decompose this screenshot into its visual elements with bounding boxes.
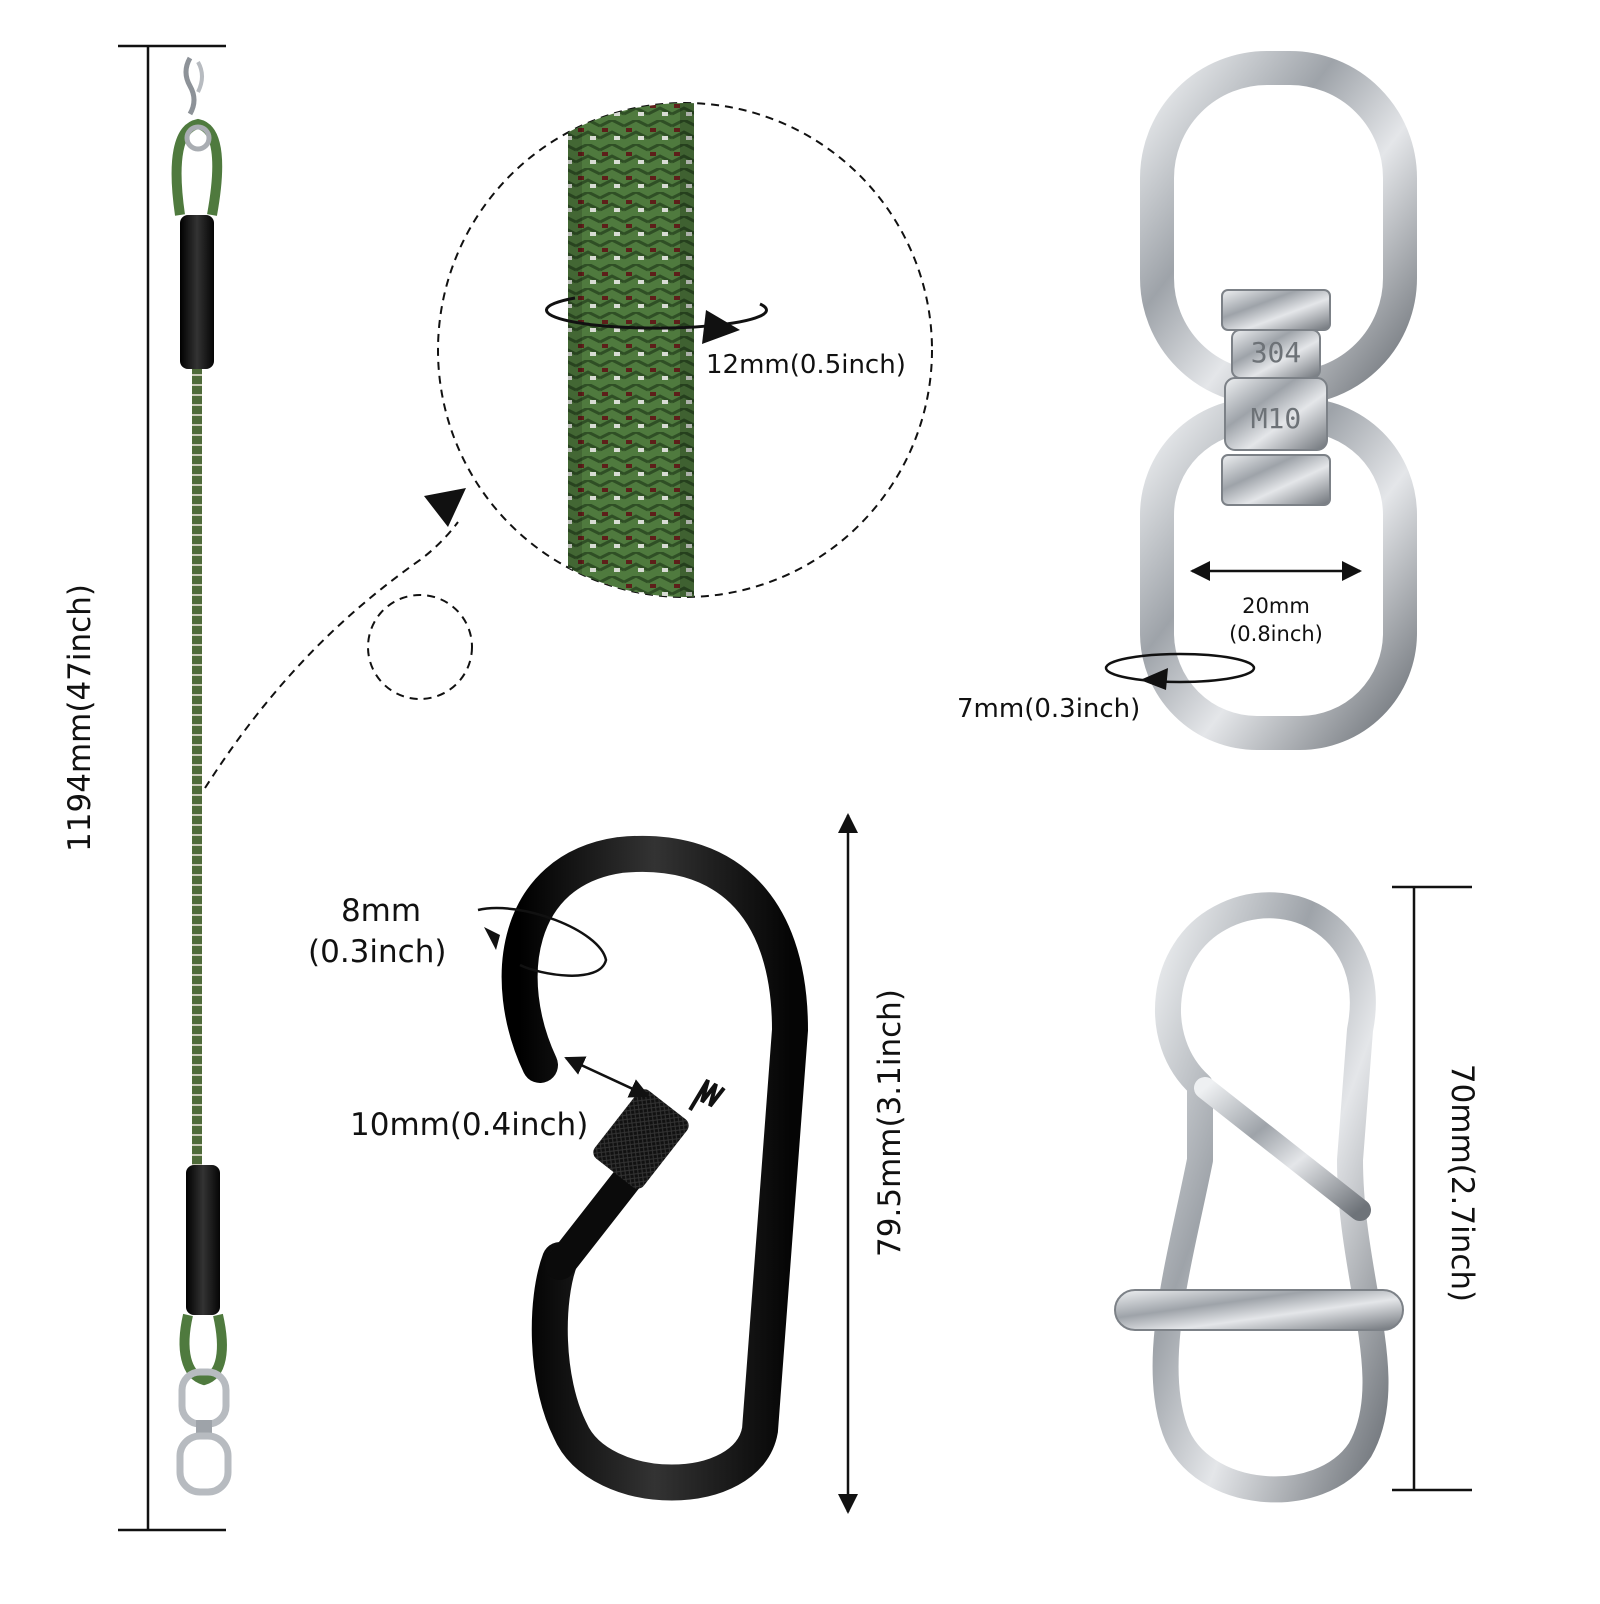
carabiner-lock-sleeve (593, 1089, 689, 1189)
carabiner-wire-in-label: (0.3inch) (308, 934, 447, 970)
rope-length-label: 1194mm(47inch) (62, 584, 98, 852)
swivel-inner-mm-label: 20mm (1242, 594, 1310, 618)
swivel-wire-label: 7mm(0.3inch) (957, 694, 1141, 724)
zoom-callout (204, 102, 933, 789)
swivel-stamp-m10: M10 (1251, 402, 1302, 435)
rope-length-dimension (118, 44, 226, 1532)
figure-eight-snap (1114, 885, 1472, 1503)
snap-length-label: 70mm(2.7inch) (1444, 1063, 1480, 1303)
top-snap-clip-icon (183, 56, 204, 116)
carabiner-gate-dimension (564, 1056, 650, 1098)
rope-diameter-label: 12mm(0.5inch) (706, 350, 906, 380)
carabiner-wire-rotation-arrow-icon (484, 927, 500, 950)
spring-carabiner (477, 813, 858, 1514)
rope-rotation-arrow-icon (702, 310, 740, 344)
swivel-hook: 304 M10 (1104, 51, 1417, 750)
swivel-stamp-304: 304 (1251, 336, 1302, 369)
carabiner-wire-mm-label: 8mm (340, 893, 422, 929)
callout-arrowhead (424, 488, 466, 527)
bottom-rubber-sleeve (186, 1165, 220, 1315)
swivel-wire-rotation-arrow-icon (1140, 668, 1168, 690)
swivel-inner-in-label: (0.8inch) (1229, 622, 1323, 646)
tree-swing-rope (171, 56, 232, 1496)
rope-closeup (568, 103, 694, 597)
top-rubber-sleeve (180, 215, 214, 369)
carabiner-length-label: 79.5mm(3.1inch) (872, 989, 908, 1257)
bottom-mini-swivel-icon (176, 1368, 232, 1496)
carabiner-gate-label: 10mm(0.4inch) (350, 1107, 589, 1143)
snap-crossbar (1114, 1289, 1404, 1331)
